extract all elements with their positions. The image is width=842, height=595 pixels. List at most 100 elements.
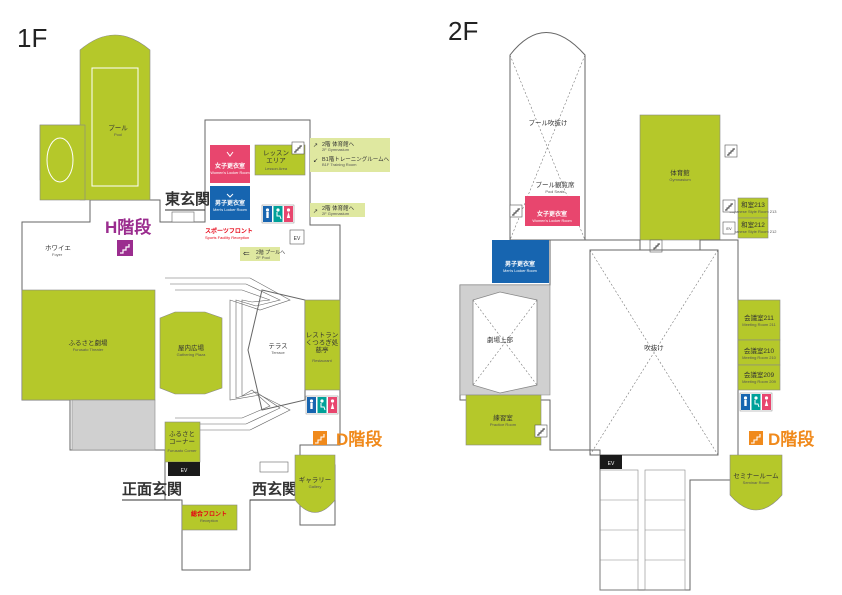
gathering-plaza-room — [159, 311, 223, 395]
to-2f-pool-sublabel: 2F Pool — [256, 255, 270, 260]
arrow-icon: ⇐ — [243, 249, 250, 258]
to-2f-pool-label: 2階 プールへ — [256, 249, 285, 256]
gallery-room — [294, 454, 336, 513]
floor-1f: 1F プール Pool 東玄関 H階段 ホワイエ Foyer ふるさと劇場 Fu… — [17, 23, 390, 571]
restroom-female-icon — [226, 151, 234, 157]
womens-locker-sublabel-2f: Women's Locker Room — [532, 219, 571, 223]
japanese-212-label: 和室212 — [741, 220, 765, 229]
foyer-label: ホワイエ — [45, 244, 71, 252]
floor-1f-title: 1F — [17, 23, 47, 53]
restroom-male-icon — [226, 193, 234, 198]
to-2f-gym-sublabel-a: 2F Gymnasium — [322, 147, 350, 152]
plaza-sublabel: Gathering Plaza — [177, 352, 206, 357]
mens-locker-label-1f: 男子更衣室 — [215, 199, 245, 207]
floor-2f: 2F プール吹抜け プール観覧席 Pool Seats 女子更衣室 Women'… — [448, 16, 814, 591]
terrace-area — [247, 289, 306, 411]
seminar-label: セミナールーム — [733, 472, 779, 480]
mens-locker-label-2f: 男子更衣室 — [505, 260, 535, 268]
stair-h-label: H階段 — [105, 217, 151, 237]
gallery-sublabel: Gallery — [309, 484, 322, 489]
japanese-room-212 — [737, 217, 769, 239]
elevator-icon-1f — [168, 462, 200, 476]
mens-locker-sublabel-1f: Men's Locker Room — [213, 208, 247, 212]
lower-wing-grid — [599, 469, 686, 591]
gymnasium-label: 体育館 — [670, 168, 690, 177]
furusato-corner-sublabel: Furusato Corner — [167, 448, 197, 453]
restaurant-room — [304, 299, 341, 391]
meeting-room-209 — [737, 364, 781, 391]
theater-upper-label: 劇場上部 — [487, 335, 514, 344]
pool-seats-sublabel: Pool Seats — [545, 189, 564, 194]
gymnasium-sublabel: Gymnasium — [669, 177, 691, 182]
stairs-icon-2f-a — [509, 204, 523, 218]
to-2f-gym-label-a: 2階 体育館へ — [322, 140, 355, 148]
theater-room — [21, 289, 156, 401]
svg-text:↗: ↗ — [313, 209, 318, 215]
meeting-209-label: 会議室209 — [744, 370, 775, 379]
stepped-seating — [165, 277, 291, 431]
to-2f-pool-sign — [240, 247, 280, 261]
stair-d-label-2f: D階段 — [768, 429, 814, 449]
stairs-icon — [291, 141, 305, 155]
seminar-sublabel: Seminar Room — [743, 480, 770, 485]
void-label: 吹抜け — [644, 343, 664, 352]
practice-label: 練習室 — [493, 413, 513, 422]
reception-sublabel: Reception — [200, 518, 218, 523]
theater-sublabel: Furusato Theater — [73, 347, 104, 352]
pool-label: プール — [108, 124, 128, 132]
svg-text:EV: EV — [181, 468, 188, 474]
meeting-210-sublabel: Meeting Room 210 — [742, 355, 777, 360]
main-entrance-label: 正面玄関 — [122, 480, 182, 498]
to-2f-gym-label-b: 2階 体育館へ — [322, 204, 355, 212]
toilet-icon-1f-d — [305, 395, 339, 415]
pool-sublabel: Pool — [114, 132, 122, 137]
meeting-209-sublabel: Meeting Room 209 — [742, 379, 777, 384]
restaurant-label: レストランくつろぎ処慈亭 — [306, 331, 339, 354]
terrace-sublabel: Terrace — [271, 350, 285, 355]
womens-locker-label-2f: 女子更衣室 — [537, 210, 567, 218]
mens-locker-room-2f — [492, 240, 549, 283]
elevator-icon-2f-a — [722, 221, 736, 235]
floor-2f-title: 2F — [448, 16, 478, 46]
stairs-icon-2f-b — [724, 144, 738, 158]
pool-seats-label: プール観覧席 — [536, 180, 576, 189]
elevator-icon-2f-b — [600, 455, 622, 469]
toilet-icon-2f — [739, 392, 773, 412]
gallery-label: ギャラリー — [299, 476, 332, 484]
reception-room — [181, 504, 238, 531]
sports-front-label: スポーツフロント — [205, 227, 253, 235]
pool-void-label: プール吹抜け — [529, 118, 568, 127]
restaurant-sublabel: Restaurant — [312, 358, 332, 363]
reception-label: 総合フロント — [191, 510, 227, 518]
svg-text:EV: EV — [608, 461, 615, 467]
japanese-213-sublabel: Japanese Style Room 213 — [730, 209, 778, 214]
svg-text:EV: EV — [726, 226, 732, 231]
mens-locker-sublabel-2f: Men's Locker Room — [503, 269, 537, 273]
womens-locker-label-1f: 女子更衣室 — [215, 162, 245, 170]
japanese-212-sublabel: Japanese Style Room 212 — [730, 229, 778, 234]
building-2f-outline — [459, 239, 739, 591]
to-b1-training-label: B1階トレーニングルームへ — [322, 155, 390, 163]
upper-signs — [310, 138, 390, 172]
east-entrance-label: 東玄関 — [165, 190, 210, 208]
meeting-211-sublabel: Meeting Room 211 — [742, 322, 776, 327]
lesson-area-sublabel: Lesson Area — [265, 166, 288, 171]
stairs-icon-2f-d — [722, 199, 736, 213]
stair-h-icon — [117, 240, 133, 256]
terrace-label: テラス — [268, 342, 287, 350]
practice-sublabel: Practice Room — [490, 422, 517, 427]
pool-void-area — [509, 32, 586, 241]
womens-locker-room-2f — [525, 196, 580, 226]
practice-room — [465, 394, 542, 446]
womens-locker-sublabel-1f: Women's Locker Room — [210, 171, 249, 175]
elevator-icon — [289, 229, 305, 245]
seminar-room — [729, 454, 783, 511]
meeting-211-label: 会議室211 — [744, 313, 774, 322]
meeting-room-211 — [737, 299, 781, 341]
meeting-210-label: 会議室210 — [744, 346, 775, 355]
furusato-corner-room — [164, 421, 201, 463]
japanese-213-label: 和室213 — [741, 200, 765, 209]
furusato-corner-label: ふるさとコーナー — [169, 430, 195, 445]
sports-front-sublabel: Sports Facility Reception — [205, 235, 249, 240]
